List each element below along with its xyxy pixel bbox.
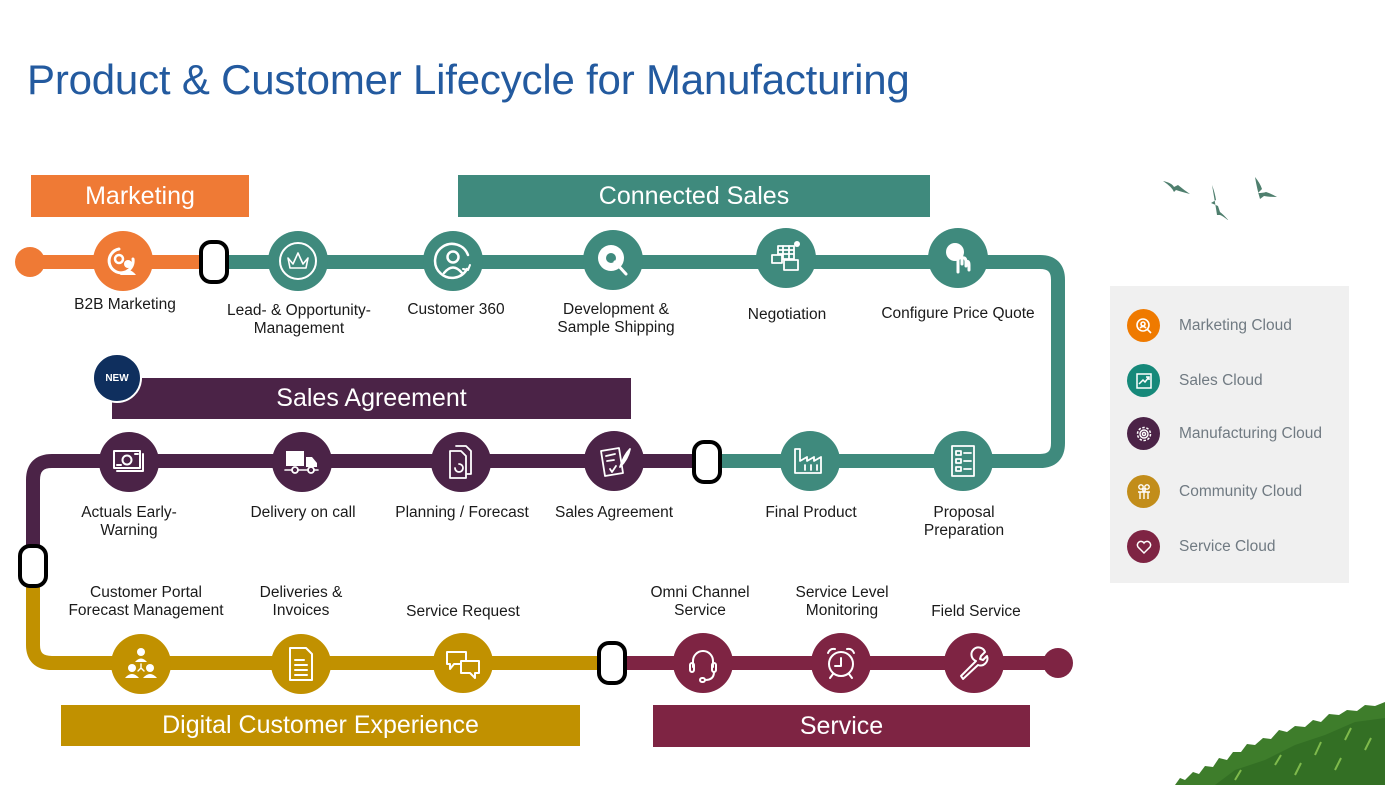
documents-icon xyxy=(449,445,472,479)
node-deliveries-invoices[interactable] xyxy=(271,634,331,694)
wrench-icon xyxy=(960,646,989,680)
gear-hand-icon xyxy=(946,243,971,274)
label-delivery-on-call: Delivery on call xyxy=(250,504,356,521)
label-sales-agreement: Sales Agreement xyxy=(554,504,674,521)
track-end-dot xyxy=(1043,648,1073,678)
legend-item-service-cloud: Service Cloud xyxy=(1127,530,1276,563)
node-cpq[interactable] xyxy=(928,228,988,288)
search-person-icon xyxy=(1127,309,1160,342)
node-planning-forecast[interactable] xyxy=(431,432,491,492)
connector-dce-service xyxy=(597,641,627,685)
contract-quill-icon xyxy=(600,447,631,477)
new-badge: NEW xyxy=(92,353,142,403)
label-portal-forecast: Customer Portal Forecast Management xyxy=(68,584,224,619)
label-planning-forecast: Planning / Forecast xyxy=(395,504,529,521)
label-customer-360: Customer 360 xyxy=(407,301,505,318)
chart-icon xyxy=(1127,364,1160,397)
node-actuals-warning[interactable] xyxy=(99,432,159,492)
factory-icon xyxy=(794,448,822,474)
money-icon xyxy=(113,450,144,472)
chat-bubbles-icon xyxy=(446,651,480,679)
label-cpq: Configure Price Quote xyxy=(881,305,1035,322)
node-omni-channel[interactable] xyxy=(673,633,733,693)
node-sales-agreement[interactable] xyxy=(584,431,644,491)
community-icon xyxy=(1127,475,1160,508)
node-service-level[interactable] xyxy=(811,633,871,693)
banner-connected-sales: Connected Sales xyxy=(458,175,930,217)
node-proposal[interactable] xyxy=(933,431,993,491)
track-sales-agreement xyxy=(26,454,707,566)
connector-marketing-sales xyxy=(199,240,229,284)
gear-icon xyxy=(1127,417,1160,450)
node-lead-opportunity[interactable] xyxy=(268,231,328,291)
bird-icon xyxy=(1255,177,1277,199)
label-proposal: Proposal Preparation xyxy=(923,504,1005,539)
node-service-request[interactable] xyxy=(433,633,493,693)
calendar-message-icon xyxy=(771,241,800,271)
label-service-request: Service Request xyxy=(406,603,520,620)
node-delivery-on-call[interactable] xyxy=(272,432,332,492)
bird-icon xyxy=(1211,185,1229,220)
label-actuals-warning: Actuals Early- Warning xyxy=(81,504,177,539)
node-portal-forecast[interactable] xyxy=(111,634,171,694)
legend-item-marketing-cloud: Marketing Cloud xyxy=(1127,309,1292,342)
legend: Marketing Cloud Sales Cloud Manufacturin… xyxy=(1110,286,1349,583)
node-b2b-marketing[interactable] xyxy=(93,231,153,291)
label-deliveries-invoices: Deliveries & Invoices xyxy=(259,584,343,619)
node-field-service[interactable] xyxy=(944,633,1004,693)
banner-digital-customer-experience: Digital Customer Experience xyxy=(61,705,580,746)
node-customer-360[interactable] xyxy=(423,231,483,291)
heart-icon xyxy=(1127,530,1160,563)
legend-item-sales-cloud: Sales Cloud xyxy=(1127,364,1263,397)
legend-item-manufacturing-cloud: Manufacturing Cloud xyxy=(1127,417,1322,450)
document-icon xyxy=(289,647,313,681)
node-final-product[interactable] xyxy=(780,431,840,491)
legend-item-community-cloud: Community Cloud xyxy=(1127,475,1302,508)
label-service-level: Service Level Monitoring xyxy=(795,584,889,619)
customer-cycle-icon xyxy=(433,242,471,280)
label-negotiation: Negotiation xyxy=(747,306,827,323)
checklist-icon xyxy=(951,445,975,477)
label-lead-opportunity: Lead- & Opportunity- Management xyxy=(227,302,371,337)
headset-icon xyxy=(689,650,717,683)
page-title: Product & Customer Lifecycle for Manufac… xyxy=(27,56,910,103)
connector-agreement-dce xyxy=(18,544,48,588)
bird-icon xyxy=(1163,181,1190,194)
truck-icon xyxy=(284,451,319,474)
track-connected-sales xyxy=(214,255,1065,468)
node-negotiation[interactable] xyxy=(756,228,816,288)
target-person-icon xyxy=(107,247,136,275)
people-hierarchy-icon xyxy=(125,648,157,678)
banner-marketing: Marketing xyxy=(31,175,249,217)
banner-service: Service xyxy=(653,705,1030,747)
node-development-sample[interactable] xyxy=(583,230,643,290)
track-start-dot xyxy=(15,247,45,277)
label-b2b-marketing: B2B Marketing xyxy=(74,296,176,313)
label-final-product: Final Product xyxy=(765,504,857,521)
banner-sales-agreement: Sales Agreement xyxy=(112,378,631,419)
alarm-clock-icon xyxy=(827,647,855,679)
track-digital-customer-experience xyxy=(26,566,612,670)
label-omni-channel: Omni Channel Service xyxy=(650,584,750,619)
label-field-service: Field Service xyxy=(931,603,1021,620)
label-development-sample: Development & Sample Shipping xyxy=(557,301,675,336)
birds-illustration xyxy=(1163,177,1277,220)
gear-wrench-icon xyxy=(598,245,628,276)
grass-illustration xyxy=(1175,702,1385,785)
connector-sales-agreement xyxy=(692,440,722,484)
crown-icon xyxy=(279,242,317,280)
